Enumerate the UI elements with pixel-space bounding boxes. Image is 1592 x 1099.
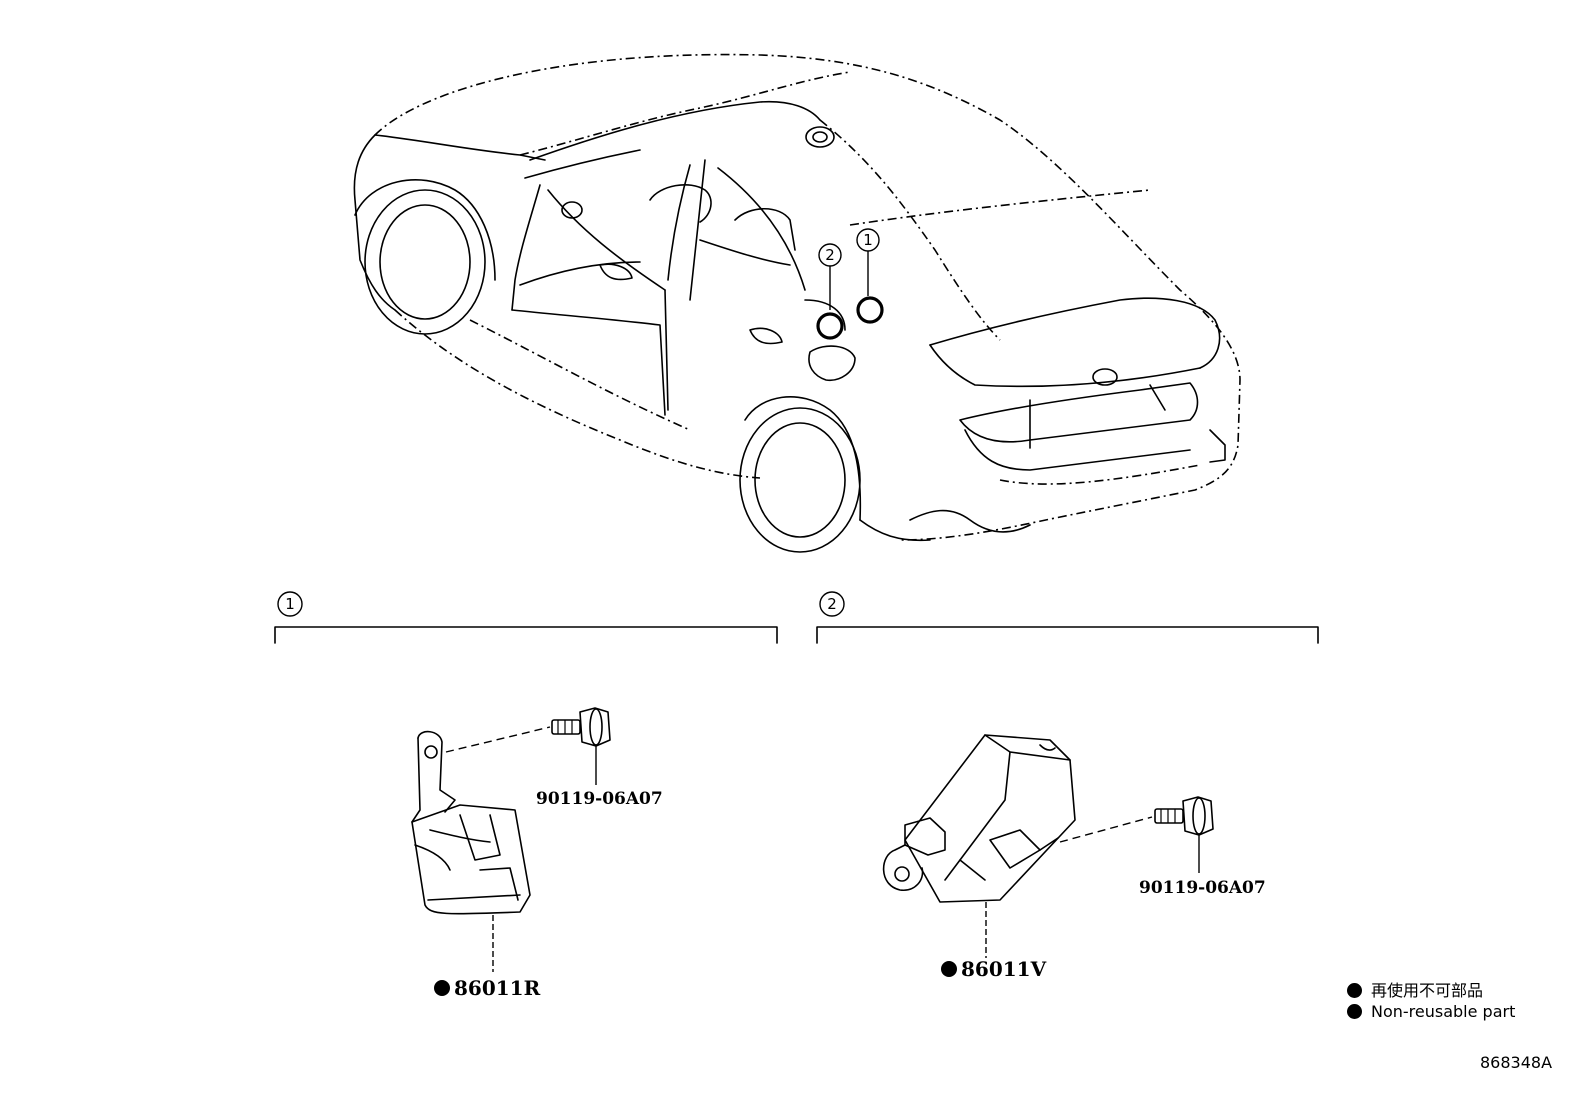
svg-text:86011V: 86011V bbox=[961, 957, 1047, 981]
svg-text:1: 1 bbox=[285, 595, 295, 613]
section-1-header: 1 bbox=[274, 591, 778, 644]
non-reusable-dot-icon bbox=[1347, 983, 1362, 998]
part-label-86011r: 86011R bbox=[434, 976, 541, 1000]
bolt-1-illustration bbox=[551, 707, 611, 747]
part-label-90119-06a07-2: 90119-06A07 bbox=[1139, 878, 1266, 898]
module-86011r-illustration bbox=[411, 730, 531, 915]
section-2-header: 2 bbox=[816, 591, 1319, 644]
bolt-2-illustration bbox=[1154, 796, 1214, 836]
legend-non-reusable-jp: 再使用不可部品 bbox=[1347, 977, 1483, 1001]
legend-non-reusable-en: Non-reusable part bbox=[1347, 1002, 1515, 1021]
svg-text:1: 1 bbox=[863, 231, 873, 249]
non-reusable-dot-icon bbox=[1347, 1004, 1362, 1019]
vehicle-illustration bbox=[353, 53, 1241, 553]
svg-text:86011R: 86011R bbox=[454, 976, 541, 1000]
callout-marker-1: 1 bbox=[856, 228, 884, 324]
part-label-90119-06a07-1: 90119-06A07 bbox=[536, 789, 663, 809]
svg-text:2: 2 bbox=[827, 595, 837, 613]
module-86011v-illustration bbox=[882, 734, 1076, 903]
svg-text:2: 2 bbox=[825, 246, 835, 264]
part-label-86011v: 86011V bbox=[941, 957, 1047, 981]
callout-marker-2: 2 bbox=[816, 243, 844, 340]
diagram-id: 868348A bbox=[1480, 1053, 1553, 1072]
